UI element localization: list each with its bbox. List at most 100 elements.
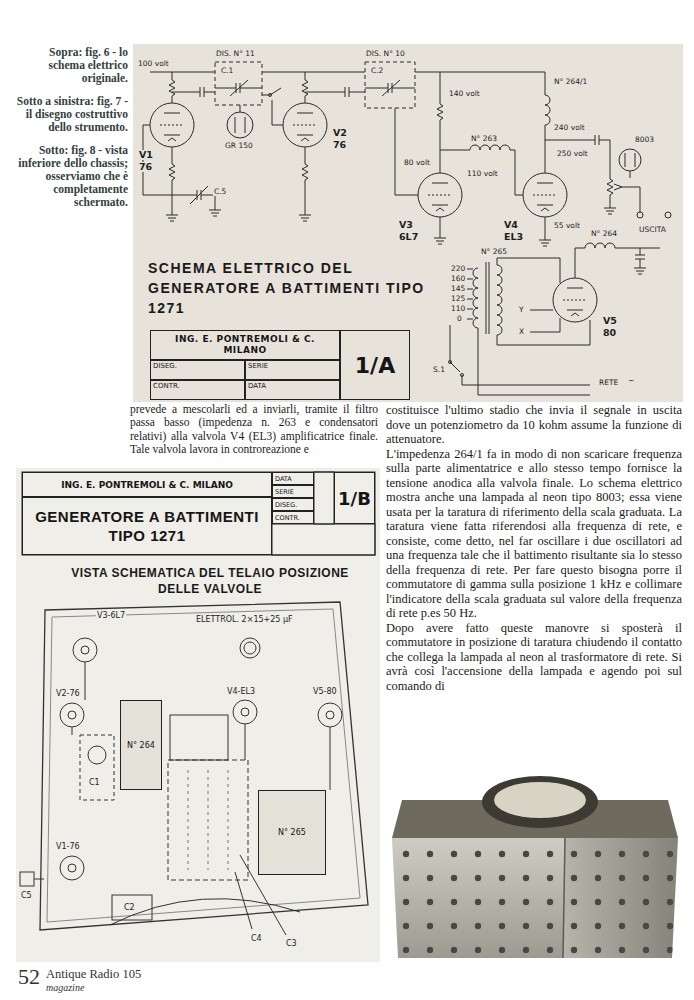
tube-label: V5 — [602, 316, 618, 326]
cell-text: ING. E. PONTREMOLI & C. MILANO — [61, 480, 233, 490]
title-block-frame — [22, 472, 375, 555]
component-label: 100 volt — [137, 60, 170, 68]
text-column: costituisce l'ultimo stadio che invia il… — [386, 403, 682, 693]
text-column: Sopra: fig. 6 - lo schema elettrico orig… — [12, 46, 128, 219]
component-label: C.2 — [370, 67, 384, 75]
title-block-cell: ING. E. PONTREMOLI & C. MILANO — [22, 472, 272, 497]
component-label: 0 — [456, 315, 463, 323]
cell-text: 1/B — [338, 488, 371, 509]
component-label: 160 — [450, 275, 466, 283]
component-label: 55 volt — [553, 222, 581, 230]
tube-label: 80 — [602, 328, 617, 338]
title-block-cell: SERIE — [272, 485, 314, 498]
part-label: C2 — [123, 904, 136, 912]
chassis-drawing — [20, 602, 368, 935]
tube-label: 6L7 — [398, 232, 419, 242]
cell-text: N° 265 — [278, 828, 306, 837]
part-label: V3-6L7 — [96, 612, 126, 620]
component-label: 8003 — [634, 136, 655, 144]
cell-text: 1/A — [355, 353, 395, 378]
cell-text: CONTR. — [275, 514, 300, 522]
part-label: C1 — [88, 779, 101, 787]
title-block-cell: DISEG. — [272, 498, 314, 511]
part-label: C3 — [285, 940, 298, 948]
sheet-number: 1/A — [340, 330, 410, 400]
tube-label: V1 — [138, 150, 154, 160]
tube-label: V2 — [332, 128, 348, 138]
drawing-title: VISTA SCHEMATICA DEL TELAIO POSIZIONE DE… — [60, 565, 360, 597]
title-block-cell: DISEG. — [150, 360, 245, 380]
component-label: N° 263 — [470, 135, 498, 143]
component-label: GR 150 — [224, 142, 254, 150]
component-label: 110 volt — [466, 170, 499, 178]
component-label: S.1 — [432, 366, 446, 374]
tube-label: EL3 — [503, 232, 524, 242]
text-column: prevede a mescolarli ed a inviarli, tram… — [130, 403, 378, 456]
component-label: 145 — [450, 285, 466, 293]
body-text: prevede a mescolarli ed a inviarli, tram… — [130, 403, 378, 456]
component-label: N° 264 — [590, 230, 618, 238]
tube-label: 76 — [138, 162, 153, 172]
component-label: 140 volt — [448, 90, 481, 98]
title-block-cell: GENERATORE A BATTIMENTI TIPO 1271 — [22, 497, 272, 555]
figure-caption: Sopra: fig. 6 - lo schema elettrico orig… — [12, 46, 128, 85]
figure-caption: Sotto: fig. 8 - vista inferiore dello ch… — [12, 144, 128, 209]
body-text: Dopo avere fatto queste manovre si spost… — [386, 621, 682, 694]
component-label: ~ — [627, 377, 635, 385]
drawing-title: SCHEMA ELETTRICO DEL GENERATORE A BATTIM… — [148, 258, 448, 318]
tube-label: V3 — [398, 220, 414, 230]
component-label: C.1 — [220, 67, 234, 75]
cell-text: DISEG. — [275, 501, 297, 509]
component-label: C.5 — [213, 188, 227, 196]
title-block-cell: DATA — [272, 472, 314, 485]
part-label: ELETTROL. 2×15+25 μF — [195, 616, 294, 624]
title-block-cell: ING. E. PONTREMOLI & C. MILANO — [150, 330, 340, 360]
transformer-box: N° 265 — [258, 790, 326, 875]
choke-box: N° 264 — [120, 700, 162, 790]
cell-text: DATA — [248, 382, 266, 390]
component-label: 125 — [450, 295, 466, 303]
body-text: L'impedenza 264/1 fa in modo di non scar… — [386, 447, 682, 621]
magazine-name: magazine — [46, 983, 84, 993]
component-label: 110 — [450, 305, 466, 313]
part-label: V1-76 — [55, 843, 81, 851]
title-block-cell: DATA — [245, 380, 340, 400]
cell-text: SERIE — [275, 488, 294, 496]
tube-label: V4 — [503, 220, 519, 230]
component-label: USCITA — [638, 226, 667, 234]
component-label: DIS. N° 10 — [365, 50, 406, 58]
tube-label: 76 — [332, 140, 347, 150]
cell-text: SERIE — [248, 362, 268, 370]
figure-caption: Sotto a sinistra: fig. 7 - il disegno co… — [12, 95, 128, 134]
component-label: X — [518, 328, 525, 336]
page-number: 52 — [18, 966, 40, 988]
drawing-paper — [16, 468, 380, 962]
title-block-cell: SERIE — [245, 360, 340, 380]
component-label: Y — [518, 306, 525, 314]
component-label: 220 — [450, 265, 466, 273]
part-label: V2-76 — [55, 690, 81, 698]
body-text: costituisce l'ultimo stadio che invia il… — [386, 403, 682, 447]
component-label: 240 volt — [553, 124, 586, 132]
cell-text: GENERATORE A BATTIMENTI TIPO 1271 — [25, 507, 269, 545]
magazine-name: Antique Radio 105 — [46, 968, 141, 981]
component-label: RETE — [598, 379, 619, 387]
component-label: 80 volt — [403, 159, 431, 167]
title-block-cell: CONTR. — [272, 511, 314, 524]
component-label: N° 265 — [480, 248, 508, 256]
part-label: V4-EL3 — [226, 688, 256, 696]
part-label: C4 — [250, 935, 263, 943]
component-label: 250 volt — [556, 150, 589, 158]
chassis-photo — [388, 772, 682, 962]
cell-text: CONTR. — [153, 382, 180, 390]
component-label: DIS. N° 11 — [215, 50, 256, 58]
cell-text: ING. E. PONTREMOLI & C. MILANO — [153, 334, 337, 356]
title-block-cell: CONTR. — [150, 380, 245, 400]
sheet-number: 1/B — [334, 472, 375, 524]
part-label: V5-80 — [312, 688, 338, 696]
schematic-paper — [133, 44, 683, 402]
cell-text: DISEG. — [153, 362, 177, 370]
cell-text: N° 264 — [127, 741, 155, 750]
cell-text: DATA — [275, 475, 292, 483]
